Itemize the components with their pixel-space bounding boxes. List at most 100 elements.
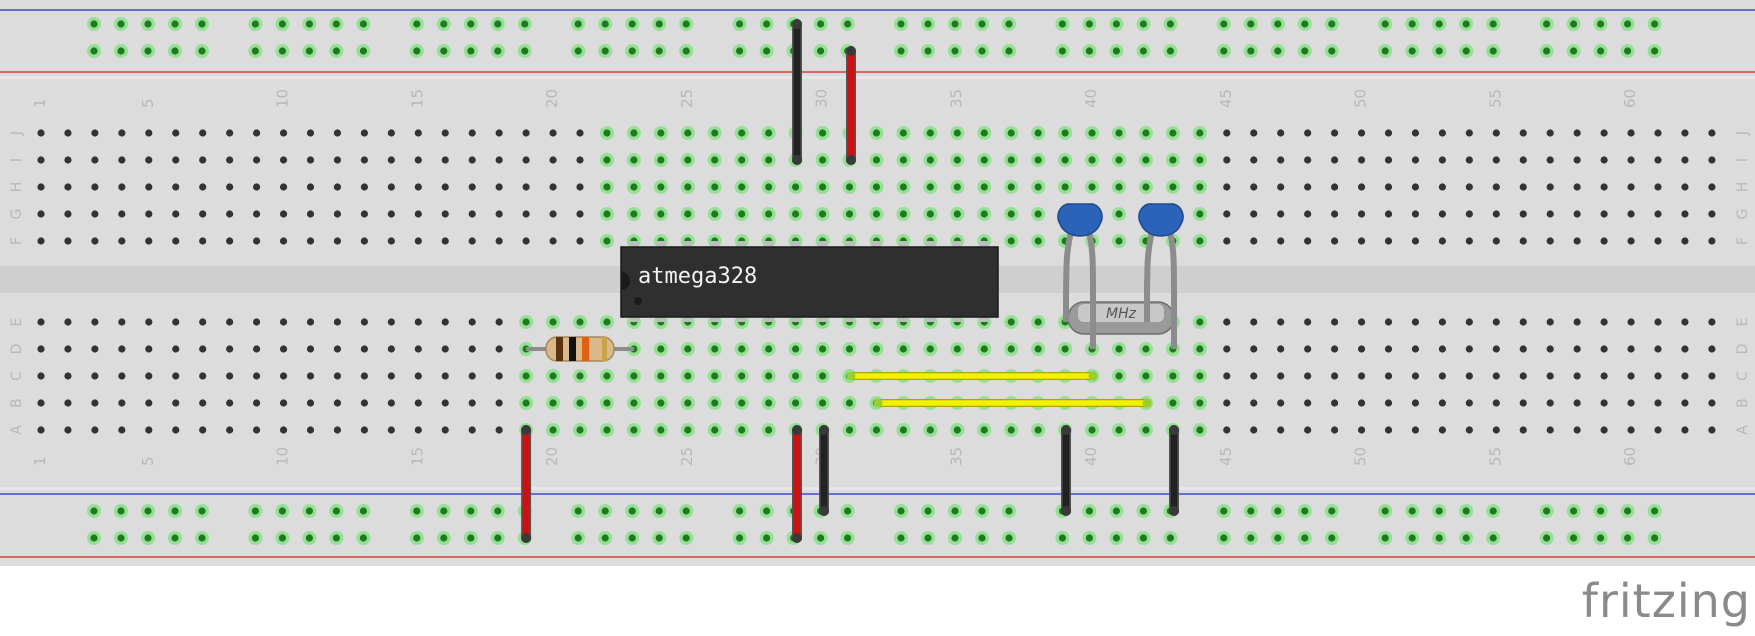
hole-F52 <box>1411 237 1420 245</box>
wire-xtal-2-end-1 <box>873 398 883 408</box>
hole-E37 <box>1007 318 1015 326</box>
hole-C62 <box>1681 372 1689 380</box>
rail-hole-3-9-2 <box>1597 534 1605 542</box>
hole-H19 <box>522 183 530 191</box>
wire-vcc-top[interactable] <box>846 46 856 165</box>
rail-hole-1-6-3 <box>1139 47 1147 55</box>
hole-J48 <box>1304 129 1312 137</box>
hole-A9 <box>253 426 261 434</box>
rail-hole-3-1-4 <box>359 534 367 542</box>
hole-A8 <box>226 426 234 434</box>
wire-xtal-2[interactable] <box>873 398 1152 408</box>
hole-J35 <box>953 129 961 137</box>
crystal-top <box>1078 304 1164 322</box>
hole-C16 <box>441 372 449 380</box>
hole-E17 <box>468 318 476 326</box>
hole-J21 <box>576 129 584 137</box>
rail-hole-1-0-3 <box>171 47 179 55</box>
hole-I54 <box>1465 156 1473 164</box>
rail-hole-0-9-0 <box>1543 20 1551 28</box>
hole-G24 <box>657 210 665 218</box>
hole-E38 <box>1034 318 1042 326</box>
wire-gnd-cap-1[interactable] <box>1061 425 1071 516</box>
wire-gnd-top[interactable] <box>792 19 802 165</box>
hole-D7 <box>199 345 207 353</box>
hole-H56 <box>1519 183 1527 191</box>
hole-E61 <box>1654 318 1662 326</box>
hole-B29 <box>792 399 800 407</box>
hole-B10 <box>279 399 288 407</box>
hole-B17 <box>468 399 476 407</box>
rail-hole-3-0-2 <box>144 534 152 542</box>
hole-G19 <box>522 210 530 218</box>
hole-G7 <box>199 210 207 218</box>
column-label-bottom-20: 20 <box>543 447 561 466</box>
rail-hole-2-8-4 <box>1489 507 1497 515</box>
hole-J15 <box>414 129 422 137</box>
hole-I6 <box>172 156 180 164</box>
hole-B43 <box>1169 399 1177 407</box>
row-label-left-E: E <box>9 318 25 327</box>
rail-hole-1-5-2 <box>951 47 959 55</box>
capacitor-2[interactable] <box>1138 203 1184 350</box>
hole-H41 <box>1115 183 1123 191</box>
hole-I42 <box>1142 156 1150 164</box>
hole-E6 <box>172 318 180 326</box>
hole-A20 <box>549 426 557 434</box>
rail-hole-1-9-0 <box>1543 47 1551 55</box>
column-label-top-20: 20 <box>543 89 561 108</box>
rail-hole-1-6-2 <box>1112 47 1120 55</box>
hole-J13 <box>360 129 368 137</box>
hole-B47 <box>1277 399 1285 407</box>
wire-vcc-resistor[interactable] <box>521 425 532 543</box>
rail-hole-2-7-2 <box>1274 507 1282 515</box>
hole-J25 <box>684 129 692 137</box>
hole-B54 <box>1465 399 1473 407</box>
wire-gnd-cap-2[interactable] <box>1169 425 1179 516</box>
hole-G41 <box>1115 210 1123 218</box>
hole-D9 <box>253 345 261 353</box>
rail-hole-1-0-0 <box>90 47 98 55</box>
hole-F60 <box>1627 237 1635 245</box>
hole-A55 <box>1492 426 1500 434</box>
hole-G28 <box>765 210 773 218</box>
chip-pin-top-13 <box>952 241 962 249</box>
rail-hole-0-0-4 <box>198 20 206 28</box>
rail-hole-1-1-0 <box>251 47 259 55</box>
resistor[interactable] <box>526 336 634 362</box>
hole-E14 <box>387 318 395 326</box>
hole-D12 <box>333 345 342 353</box>
hole-E58 <box>1573 318 1581 326</box>
rail-hole-2-7-3 <box>1301 507 1309 515</box>
wire-gnd-chip[interactable] <box>819 425 829 516</box>
capacitor-1[interactable] <box>1057 203 1103 350</box>
hole-A46 <box>1250 426 1258 434</box>
hole-G63 <box>1708 210 1716 218</box>
hole-J61 <box>1654 129 1662 137</box>
hole-I55 <box>1492 156 1500 164</box>
hole-H32 <box>872 183 881 191</box>
chip-atmega328[interactable]: atmega328 <box>620 241 999 322</box>
hole-F16 <box>441 237 449 245</box>
hole-D25 <box>684 345 692 353</box>
wire-xtal-1[interactable] <box>846 371 1098 381</box>
hole-G54 <box>1465 210 1473 218</box>
hole-C43 <box>1169 372 1177 380</box>
rail-hole-2-3-2 <box>628 507 636 515</box>
row-label-left-F: F <box>9 237 25 245</box>
rail-hole-0-1-1 <box>278 20 286 28</box>
hole-H34 <box>926 183 934 191</box>
hole-I51 <box>1384 156 1393 164</box>
hole-I8 <box>226 156 234 164</box>
rail-hole-1-0-2 <box>144 47 152 55</box>
hole-I5 <box>145 156 153 164</box>
wire-vcc-chip[interactable] <box>792 425 802 543</box>
rail-hole-3-3-3 <box>655 534 663 542</box>
rail-hole-1-1-1 <box>278 47 286 55</box>
hole-I21 <box>576 156 584 164</box>
rail-hole-2-0-2 <box>144 507 152 515</box>
hole-A48 <box>1304 426 1312 434</box>
hole-B55 <box>1492 399 1500 407</box>
